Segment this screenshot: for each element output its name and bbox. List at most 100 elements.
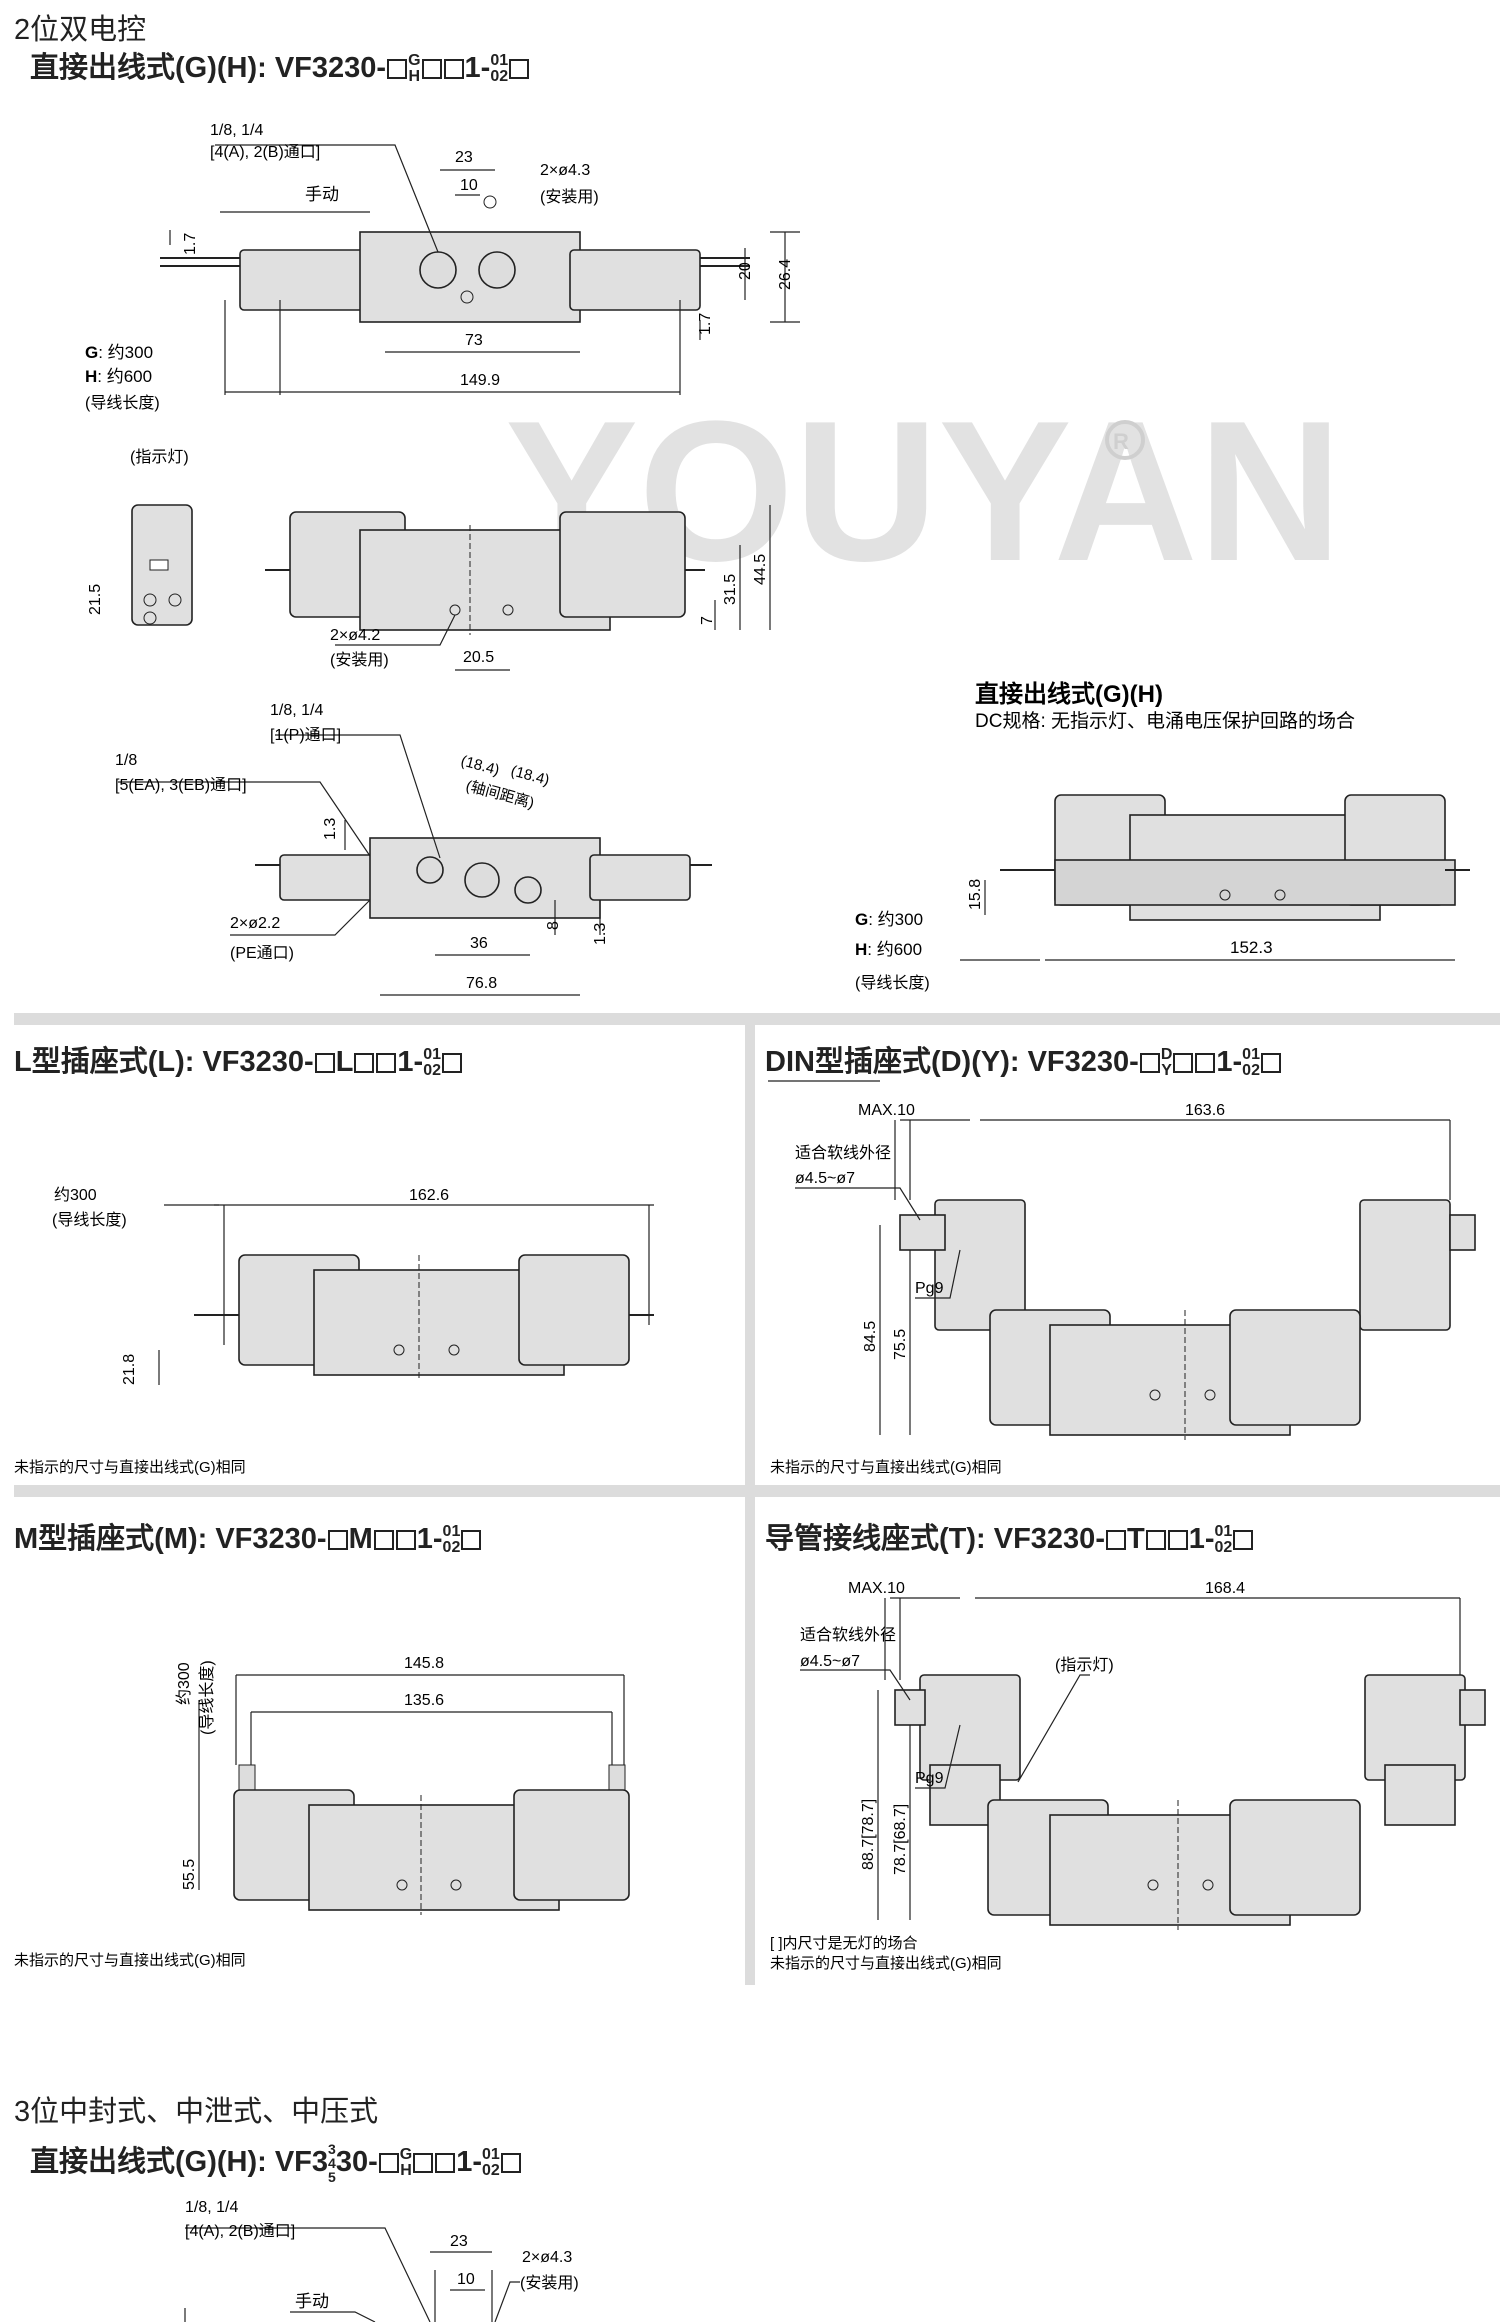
top-drawings: YOUYAN R 1/8, 1/4 [4(A), 2(B)通口] 手动 23	[85, 122, 1470, 996]
svg-text:H: 约600: H: 约600	[855, 940, 922, 959]
svg-text:Pg9: Pg9	[915, 1280, 944, 1297]
svg-text:31.5: 31.5	[722, 574, 739, 605]
svg-text:适合软线外径: 适合软线外径	[795, 1144, 891, 1162]
svg-text:23: 23	[450, 2233, 468, 2250]
svg-text:55.5: 55.5	[181, 1859, 198, 1890]
svg-text:MAX.10: MAX.10	[848, 1580, 905, 1597]
panel-T-drawing: MAX.10 168.4 适合软线外径 ø4.5~ø7 (指示灯) Pg9 88…	[770, 1580, 1486, 1972]
svg-text:21.5: 21.5	[87, 584, 104, 615]
svg-text:约300: 约300	[54, 1186, 97, 1204]
section3-drawing: 1/8, 1/4 [4(A), 2(B)通口] 手动 23 10 2×ø4.3 …	[184, 2199, 579, 2322]
svg-text:88.7[78.7]: 88.7[78.7]	[860, 1799, 877, 1870]
svg-text:163.6: 163.6	[1185, 1102, 1225, 1119]
svg-text:20: 20	[737, 262, 754, 280]
svg-text:10: 10	[457, 2271, 475, 2288]
panel-DIN-drawing: MAX.10 163.6 适合软线外径 ø4.5~ø7 Pg9 84.5 75.…	[768, 1080, 1476, 1476]
svg-text:73: 73	[465, 332, 483, 349]
svg-text:1.3: 1.3	[322, 818, 339, 840]
separator	[14, 1013, 1500, 1025]
svg-text:21.8: 21.8	[121, 1354, 138, 1385]
svg-text:[1(P)通口]: [1(P)通口]	[270, 726, 341, 744]
svg-text:G: 约300: G: 约300	[855, 910, 923, 929]
svg-text:直接出线式(G)(H): 直接出线式(G)(H)	[975, 681, 1163, 708]
top-view-valve	[160, 195, 750, 323]
svg-text:168.4: 168.4	[1205, 1580, 1245, 1597]
svg-text:76.8: 76.8	[466, 975, 497, 992]
svg-text:适合软线外径: 适合软线外径	[800, 1626, 896, 1644]
svg-text:1.7: 1.7	[182, 233, 199, 255]
svg-text:135.6: 135.6	[404, 1692, 444, 1709]
svg-text:(导线长度): (导线长度)	[198, 1660, 216, 1735]
svg-text:20.5: 20.5	[463, 649, 494, 666]
svg-text:未指示的尺寸与直接出线式(G)相同: 未指示的尺寸与直接出线式(G)相同	[14, 1459, 246, 1476]
svg-text:(安装用): (安装用)	[540, 188, 599, 206]
svg-text:(安装用): (安装用)	[520, 2274, 579, 2292]
svg-text:R: R	[1113, 429, 1129, 454]
svg-text:75.5: 75.5	[892, 1329, 909, 1360]
svg-text:ø4.5~ø7: ø4.5~ø7	[795, 1170, 855, 1187]
svg-text:MAX.10: MAX.10	[858, 1102, 915, 1119]
svg-text:(指示灯): (指示灯)	[130, 448, 189, 466]
svg-text:(18.4): (18.4)	[459, 752, 501, 779]
end-view-valve	[131, 504, 193, 626]
svg-text:2×ø2.2: 2×ø2.2	[230, 915, 280, 932]
svg-text:1/8, 1/4: 1/8, 1/4	[270, 702, 323, 719]
separator	[745, 1025, 755, 1985]
svg-text:(导线长度): (导线长度)	[85, 394, 160, 412]
svg-text:[4(A), 2(B)通口]: [4(A), 2(B)通口]	[210, 143, 320, 161]
svg-text:2×ø4.3: 2×ø4.3	[540, 162, 590, 179]
svg-text:手动: 手动	[305, 185, 339, 204]
svg-text:8: 8	[545, 921, 562, 930]
bottom-view-valve	[255, 837, 712, 919]
svg-text:约300: 约300	[175, 1662, 193, 1705]
svg-text:23: 23	[455, 149, 473, 166]
svg-text:152.3: 152.3	[1230, 938, 1273, 957]
svg-text:15.8: 15.8	[967, 879, 984, 910]
svg-text:2×ø4.3: 2×ø4.3	[522, 2249, 572, 2266]
svg-text:[ ]内尺寸是无灯的场合: [ ]内尺寸是无灯的场合	[770, 1935, 918, 1952]
svg-text:DC规格: 无指示灯、电涌电压保护回路的场合: DC规格: 无指示灯、电涌电压保护回路的场合	[975, 710, 1355, 732]
svg-text:(导线长度): (导线长度)	[52, 1211, 127, 1229]
panel-M-drawing: 约300 (导线长度) 145.8 135.6 55.5 未指示的尺寸与直接出线…	[14, 1655, 630, 1969]
model-prefix: 直接出线式(G)(H): VF3230-	[30, 52, 387, 84]
svg-text:ø4.5~ø7: ø4.5~ø7	[800, 1653, 860, 1670]
section3-heading: 3位中封式、中泄式、中压式	[14, 2096, 379, 2128]
svg-text:1.3: 1.3	[592, 923, 609, 945]
svg-text:G: 约300: G: 约300	[85, 343, 153, 362]
svg-text:36: 36	[470, 935, 488, 952]
svg-text:78.7[68.7]: 78.7[68.7]	[892, 1804, 909, 1875]
svg-text:162.6: 162.6	[409, 1187, 449, 1204]
svg-text:1.7: 1.7	[697, 313, 714, 335]
separator	[14, 1485, 1500, 1497]
svg-text:(指示灯): (指示灯)	[1055, 1656, 1114, 1674]
svg-text:84.5: 84.5	[862, 1321, 879, 1352]
svg-text:145.8: 145.8	[404, 1655, 444, 1672]
svg-text:Pg9: Pg9	[915, 1770, 944, 1787]
section-heading: 2位双电控	[14, 14, 147, 46]
front-view-valve	[265, 511, 705, 635]
svg-text:1/8: 1/8	[115, 752, 137, 769]
svg-text:7: 7	[699, 616, 716, 625]
svg-text:(导线长度): (导线长度)	[855, 974, 930, 992]
svg-text:149.9: 149.9	[460, 372, 500, 389]
svg-text:(18.4): (18.4)	[509, 762, 551, 789]
svg-text:未指示的尺寸与直接出线式(G)相同: 未指示的尺寸与直接出线式(G)相同	[770, 1955, 1002, 1972]
svg-text:10: 10	[460, 177, 478, 194]
svg-text:(PE通口): (PE通口)	[230, 944, 294, 962]
svg-text:未指示的尺寸与直接出线式(G)相同: 未指示的尺寸与直接出线式(G)相同	[14, 1952, 246, 1969]
svg-text:未指示的尺寸与直接出线式(G)相同: 未指示的尺寸与直接出线式(G)相同	[770, 1459, 1002, 1476]
svg-text:(安装用): (安装用)	[330, 651, 389, 669]
svg-text:H: 约600: H: 约600	[85, 367, 152, 386]
svg-text:2×ø4.2: 2×ø4.2	[330, 627, 380, 644]
panel-L-drawing: 约300 (导线长度) 162.6 21.8 未指示的尺寸与直接出线式(G)相同	[14, 1186, 654, 1476]
svg-text:[4(A), 2(B)通口]: [4(A), 2(B)通口]	[185, 2222, 295, 2240]
svg-text:1/8, 1/4: 1/8, 1/4	[185, 2199, 238, 2216]
svg-text:26.4: 26.4	[777, 259, 794, 290]
svg-text:[5(EA), 3(EB)通口]: [5(EA), 3(EB)通口]	[115, 776, 247, 794]
